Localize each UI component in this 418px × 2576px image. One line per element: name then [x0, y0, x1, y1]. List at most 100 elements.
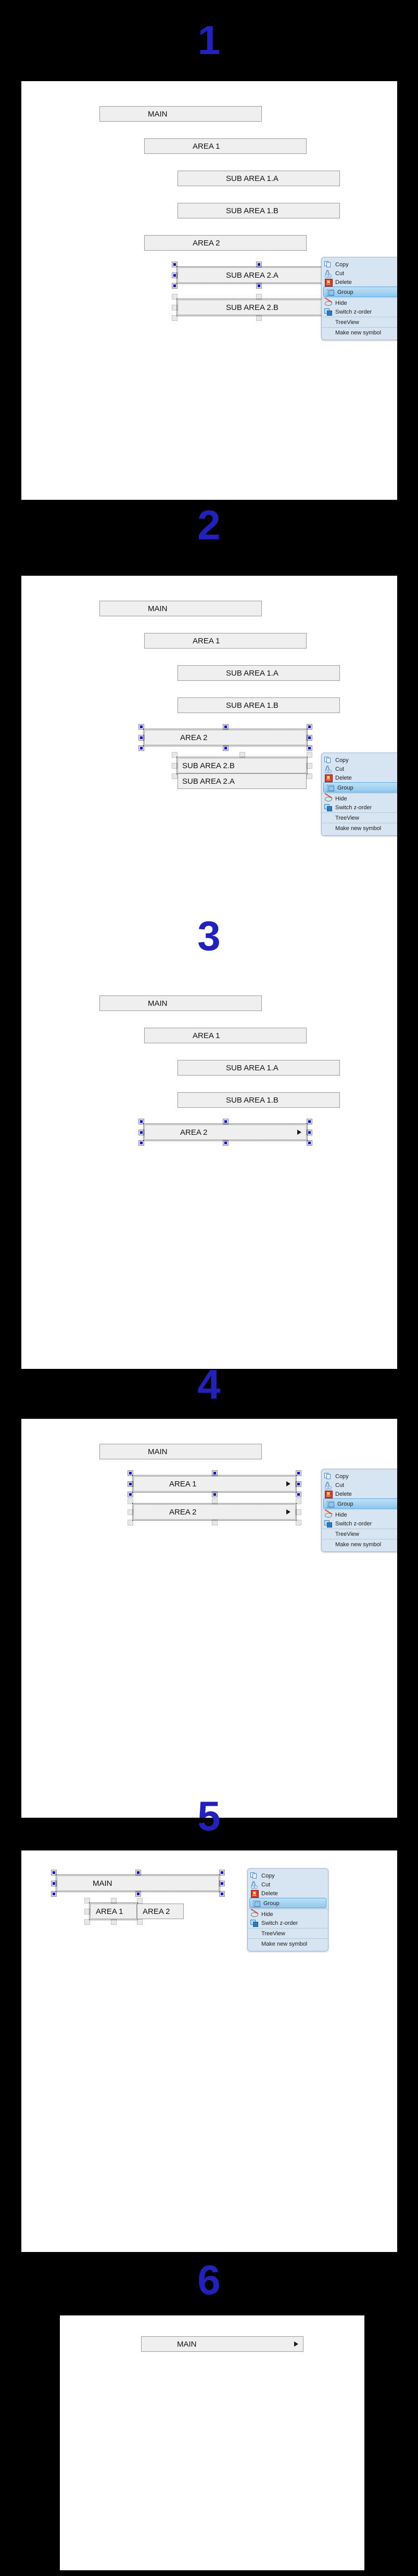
selection-handle[interactable]	[212, 1492, 218, 1497]
selection-handle[interactable]	[172, 294, 178, 300]
menu-item-cut[interactable]: Cut	[248, 1880, 328, 1889]
menu-item-switch-z-order[interactable]: Switch z-order	[248, 1919, 328, 1927]
selection-handle[interactable]	[138, 1140, 144, 1146]
diagram-node[interactable]: SUB AREA 2.A	[178, 267, 340, 283]
menu-item-switch-z-order[interactable]: Switch z-order	[322, 803, 397, 812]
menu-item-copy[interactable]: Copy	[248, 1871, 328, 1880]
menu-item-hide[interactable]: Hide	[322, 793, 397, 803]
menu-item-group[interactable]: Group	[323, 287, 397, 297]
selection-handle[interactable]	[172, 273, 178, 278]
menu-item-delete[interactable]: ✖Delete	[248, 1889, 328, 1898]
selection-handle[interactable]	[51, 1870, 57, 1875]
selection-handle[interactable]	[296, 1470, 301, 1476]
selection-handle[interactable]	[223, 1119, 229, 1124]
selection-handle[interactable]	[111, 1898, 117, 1904]
selection-handle[interactable]	[135, 1891, 141, 1897]
selection-handle[interactable]	[172, 773, 178, 779]
diagram-node[interactable]: MAIN	[99, 106, 262, 122]
selection-handle[interactable]	[128, 1481, 133, 1487]
selection-handle[interactable]	[138, 724, 144, 730]
selection-handle[interactable]	[256, 315, 262, 321]
selection-handle[interactable]	[296, 1481, 301, 1487]
selection-handle[interactable]	[51, 1891, 57, 1897]
selection-handle[interactable]	[172, 315, 178, 321]
selection-handle[interactable]	[256, 283, 262, 289]
selection-handle[interactable]	[307, 773, 312, 779]
selection-handle[interactable]	[172, 262, 178, 267]
selection-handle[interactable]	[307, 1140, 312, 1146]
selection-handle[interactable]	[212, 1470, 218, 1476]
selection-handle[interactable]	[307, 752, 312, 758]
diagram-node[interactable]: SUB AREA 2.B	[178, 300, 340, 315]
menu-item-switch-z-order[interactable]: Switch z-order	[322, 1519, 397, 1528]
selection-handle[interactable]	[223, 724, 229, 730]
selection-handle[interactable]	[111, 1919, 117, 1925]
selection-handle[interactable]	[212, 1520, 218, 1525]
menu-item-cut[interactable]: Cut	[322, 765, 397, 773]
selection-handle[interactable]	[296, 1509, 301, 1515]
menu-item-copy[interactable]: Copy	[322, 260, 397, 269]
selection-handle[interactable]	[135, 1870, 141, 1875]
selection-handle[interactable]	[172, 283, 178, 289]
diagram-node[interactable]: AREA 1	[144, 633, 307, 649]
menu-item-delete[interactable]: ✖Delete	[322, 1490, 397, 1498]
diagram-node[interactable]: SUB AREA 1.A	[178, 1060, 340, 1076]
selection-handle[interactable]	[256, 294, 262, 300]
selection-handle[interactable]	[137, 1919, 143, 1925]
menu-item-make-new-symbol[interactable]: Make new symbol	[322, 327, 397, 337]
diagram-node[interactable]: SUB AREA 2.B	[178, 758, 307, 773]
diagram-node[interactable]: MAIN	[57, 1875, 219, 1891]
selection-handle[interactable]	[84, 1909, 90, 1914]
menu-item-hide[interactable]: Hide	[322, 1509, 397, 1519]
selection-handle[interactable]	[51, 1881, 57, 1886]
menu-item-treeview[interactable]: TreeView	[248, 1928, 328, 1938]
selection-handle[interactable]	[84, 1919, 90, 1925]
diagram-node[interactable]: SUB AREA 1.B	[178, 697, 340, 713]
selection-handle[interactable]	[128, 1520, 133, 1525]
selection-handle[interactable]	[307, 745, 312, 751]
selection-handle[interactable]	[219, 1881, 225, 1886]
diagram-node[interactable]: MAIN	[99, 995, 262, 1011]
selection-handle[interactable]	[219, 1891, 225, 1897]
menu-item-copy[interactable]: Copy	[322, 1472, 397, 1481]
menu-item-hide[interactable]: Hide	[322, 297, 397, 307]
selection-handle[interactable]	[307, 1130, 312, 1135]
selection-handle[interactable]	[307, 735, 312, 741]
menu-item-cut[interactable]: Cut	[322, 1481, 397, 1490]
selection-handle[interactable]	[128, 1498, 133, 1504]
diagram-node[interactable]: SUB AREA 1.A	[178, 171, 340, 186]
menu-item-make-new-symbol[interactable]: Make new symbol	[322, 1539, 397, 1549]
diagram-node[interactable]: AREA 1	[90, 1904, 137, 1919]
selection-handle[interactable]	[307, 1119, 312, 1124]
selection-handle[interactable]	[128, 1509, 133, 1515]
selection-handle[interactable]	[138, 735, 144, 741]
menu-item-group[interactable]: Group	[323, 782, 397, 793]
diagram-node[interactable]: AREA 1	[144, 138, 307, 154]
selection-handle[interactable]	[307, 763, 312, 769]
selection-handle[interactable]	[239, 752, 245, 758]
diagram-node[interactable]: SUB AREA 1.A	[178, 665, 340, 681]
diagram-node[interactable]: SUB AREA 1.B	[178, 203, 340, 218]
menu-item-delete[interactable]: ✖Delete	[322, 773, 397, 782]
menu-item-copy[interactable]: Copy	[322, 756, 397, 765]
menu-item-hide[interactable]: Hide	[248, 1908, 328, 1919]
diagram-node[interactable]: AREA 1	[133, 1476, 296, 1492]
selection-handle[interactable]	[172, 752, 178, 758]
selection-handle[interactable]	[128, 1492, 133, 1497]
selection-handle[interactable]	[296, 1520, 301, 1525]
selection-handle[interactable]	[172, 305, 178, 310]
selection-handle[interactable]	[212, 1498, 218, 1504]
diagram-node[interactable]: AREA 2	[144, 235, 307, 251]
diagram-node[interactable]: AREA 2	[133, 1504, 296, 1520]
expand-arrow-icon[interactable]	[286, 1481, 290, 1486]
diagram-node[interactable]: MAIN	[141, 2336, 303, 2352]
selection-handle[interactable]	[138, 1130, 144, 1135]
menu-item-switch-z-order[interactable]: Switch z-order	[322, 307, 397, 316]
selection-handle[interactable]	[296, 1492, 301, 1497]
menu-item-treeview[interactable]: TreeView	[322, 317, 397, 327]
menu-item-group[interactable]: Group	[249, 1898, 326, 1908]
selection-handle[interactable]	[137, 1898, 143, 1904]
